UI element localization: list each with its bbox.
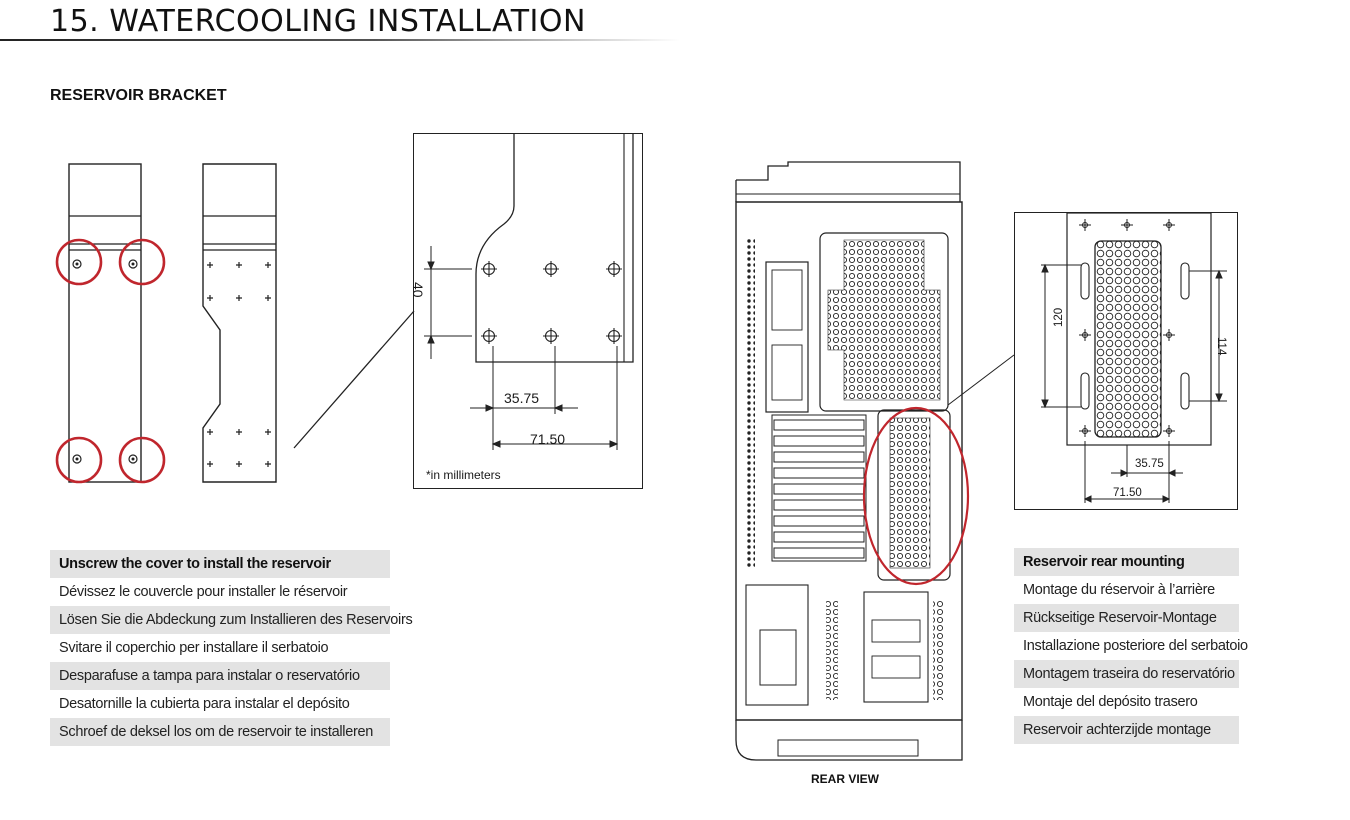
detail-drawing xyxy=(424,134,634,450)
dim-71-50-label: 71.50 xyxy=(530,431,566,447)
instruction-left-3: Svitare il coperchio per installare il s… xyxy=(59,640,329,656)
instruction-left-2: Lösen Sie die Abdeckung zum Installieren… xyxy=(50,606,413,634)
mount-hole-icon xyxy=(481,261,622,344)
rear-dim-114-label: 114 xyxy=(1215,337,1227,356)
section-heading: RESERVOIR BRACKET xyxy=(50,87,227,104)
bracket-plate-diagram xyxy=(202,163,277,483)
dimension-35-75 xyxy=(470,346,619,450)
instructions-right-list: Reservoir rear mounting Montage du réser… xyxy=(1014,548,1248,744)
detail-box: 40 35.75 71.50 *in millimeters xyxy=(410,133,643,489)
rear-dim-120-label: 120 xyxy=(1053,307,1065,327)
rear-view-caption: REAR VIEW xyxy=(811,772,880,786)
rear-dimension-lines xyxy=(1041,263,1227,503)
bracket-front-diagram xyxy=(55,163,166,484)
dimension-40 xyxy=(424,246,472,359)
instruction-right-3: Installazione posteriore del serbatoio xyxy=(1023,638,1248,654)
instruction-left-5: Desatornille la cubierta para instalar e… xyxy=(59,696,350,712)
screw-icon xyxy=(72,259,138,464)
instructions-left-list: Unscrew the cover to install the reservo… xyxy=(50,550,413,746)
instruction-right-4: Montagem traseira do reservatório xyxy=(1014,660,1239,688)
detail-leader-line xyxy=(293,310,415,449)
rear-dim-71-50-label: 71.50 xyxy=(1113,487,1142,499)
case-rear-view-diagram xyxy=(735,161,1015,761)
instruction-left-1: Dévissez le couvercle pour installer le … xyxy=(59,584,348,600)
rear-detail-box: 120 114 35.75 71.50 xyxy=(1014,212,1238,510)
instruction-left-0: Unscrew the cover to install the reservo… xyxy=(50,550,390,578)
instruction-right-5: Montaje del depósito trasero xyxy=(1023,694,1198,710)
rear-dim-35-75-label: 35.75 xyxy=(1135,458,1164,470)
page-title: 15. WATERCOOLING INSTALLATION xyxy=(50,4,586,39)
rear-detail-drawing xyxy=(1041,212,1227,503)
instruction-right-1: Montage du réservoir à l’arrière xyxy=(1023,582,1215,598)
instruction-right-0: Reservoir rear mounting xyxy=(1014,548,1239,576)
instruction-left-6: Schroef de deksel los om de reservoir te… xyxy=(50,718,390,746)
instruction-right-6: Reservoir achterzijde montage xyxy=(1014,716,1239,744)
mount-hole-icon xyxy=(207,262,271,467)
rear-highlight-circle xyxy=(862,406,970,586)
instruction-right-2: Rückseitige Reservoir-Montage xyxy=(1014,604,1239,632)
dim-40-label: 40 xyxy=(410,282,426,298)
highlight-circles xyxy=(55,238,166,484)
mount-hole-icon xyxy=(1079,219,1175,437)
title-rule xyxy=(0,39,680,41)
instruction-left-4: Desparafuse a tampa para instalar o rese… xyxy=(50,662,390,690)
dim-35-75-label: 35.75 xyxy=(504,390,540,406)
units-note: *in millimeters xyxy=(426,468,501,482)
